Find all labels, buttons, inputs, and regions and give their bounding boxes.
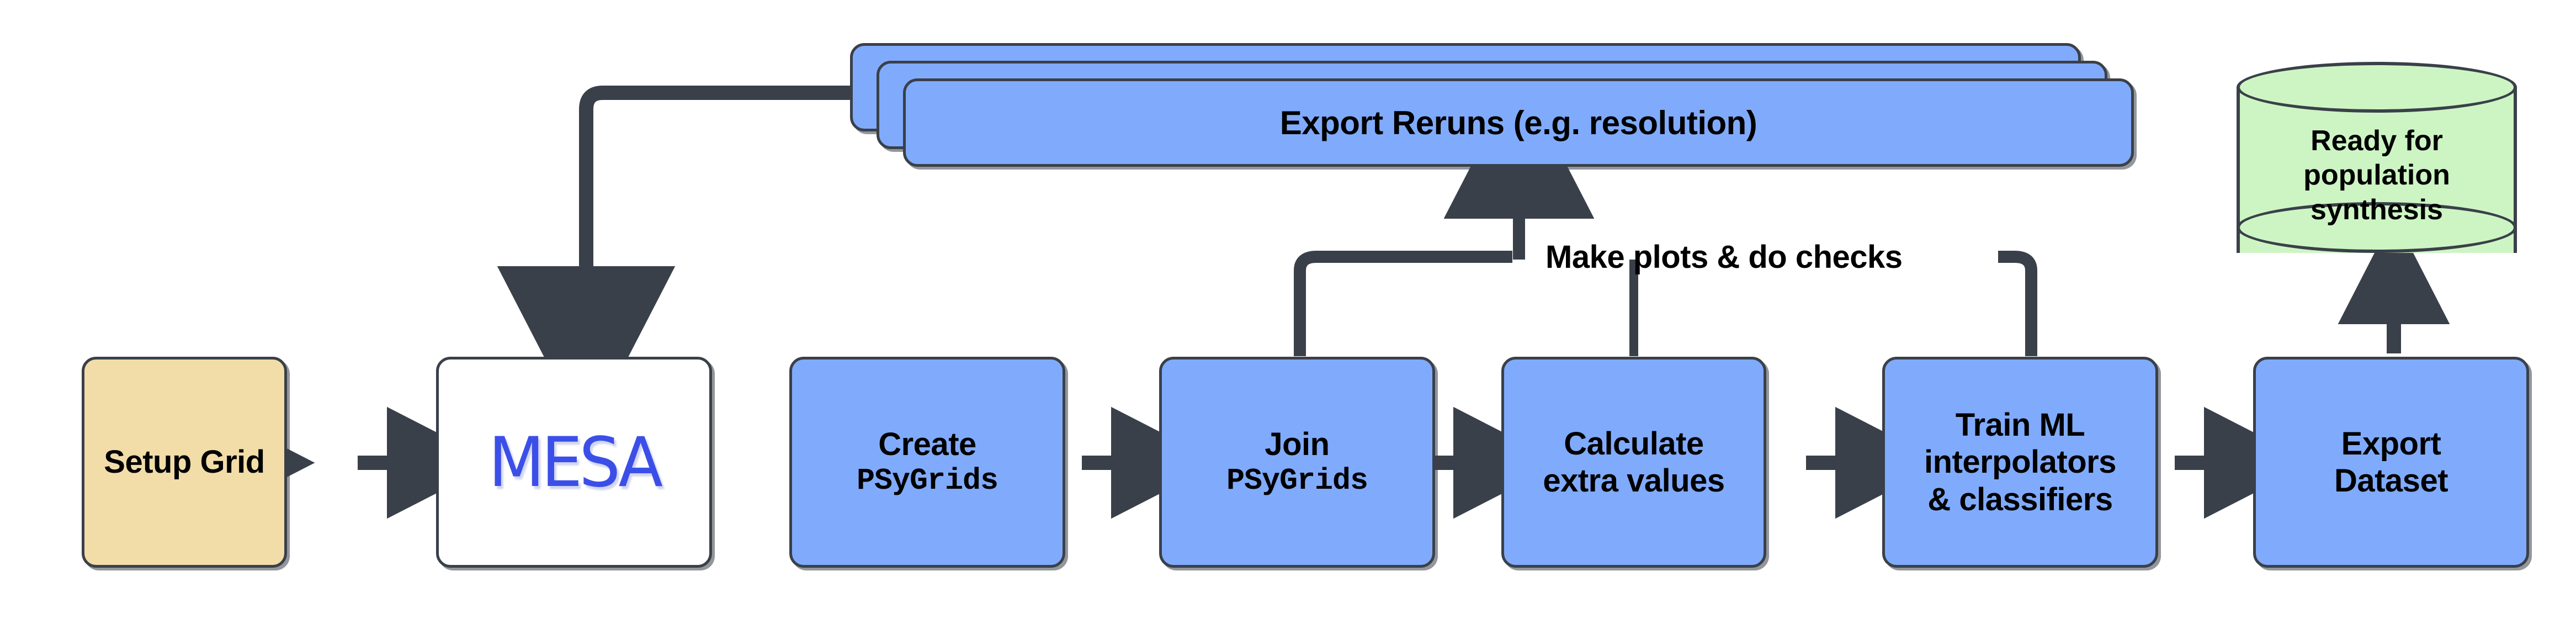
node-ready-for-population-synthesis[interactable]: Ready for population synthesis: [2237, 62, 2517, 277]
ready-line3: synthesis: [2311, 193, 2443, 226]
node-export-dataset[interactable]: Export Dataset: [2253, 357, 2529, 568]
trainml-line2: interpolators: [1924, 444, 2117, 480]
export-dataset-line2: Dataset: [2334, 463, 2448, 499]
node-create-psygrids[interactable]: Create PSyGrids: [789, 357, 1065, 568]
node-mesa[interactable]: MESA: [436, 357, 712, 568]
join-psygrids-line1: Join: [1265, 426, 1330, 463]
edge-join-reruns: [1294, 251, 1512, 356]
calculate-line1: Calculate: [1564, 425, 1704, 462]
mesa-logo: MESA: [488, 422, 663, 503]
trainml-line3: & classifiers: [1927, 481, 2113, 517]
ready-line1: Ready for: [2311, 125, 2443, 157]
node-calculate-extra-values[interactable]: Calculate extra values: [1501, 357, 1766, 568]
setup-grid-label: Setup Grid: [104, 444, 265, 480]
join-psygrids-line2: PSyGrids: [1226, 463, 1368, 498]
export-reruns-label: Export Reruns (e.g. resolution): [1279, 104, 1757, 141]
edge-exportreruns-mesa: [497, 86, 850, 438]
create-psygrids-line2: PSyGrids: [856, 463, 998, 498]
calculate-line2: extra values: [1543, 463, 1725, 499]
node-join-psygrids[interactable]: Join PSyGrids: [1159, 357, 1435, 568]
export-reruns-card-front[interactable]: Export Reruns (e.g. resolution): [903, 78, 2134, 167]
edge-label-make-plots: Make plots & do checks: [1545, 239, 1903, 275]
node-setup-grid[interactable]: Setup Grid: [82, 357, 287, 568]
trainml-line1: Train ML: [1955, 407, 2085, 443]
cylinder-top-ellipse: [2237, 62, 2517, 113]
export-dataset-line1: Export: [2341, 425, 2441, 462]
ready-line2: population: [2303, 159, 2450, 192]
edge-trainml-reruns: [1998, 251, 2037, 356]
create-psygrids-line1: Create: [878, 426, 976, 463]
ready-population-label: Ready for population synthesis: [2237, 124, 2517, 227]
node-train-ml[interactable]: Train ML interpolators & classifiers: [1882, 357, 2158, 568]
